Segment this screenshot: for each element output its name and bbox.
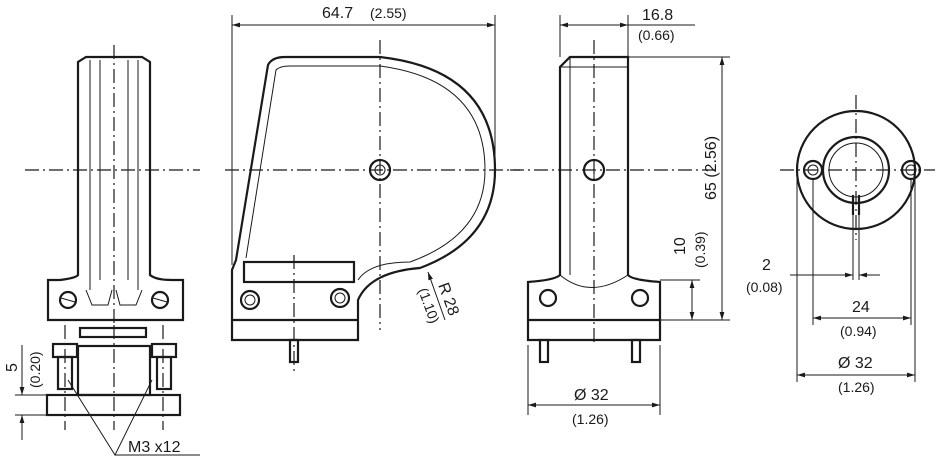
- plate-dim-mm: 5: [4, 363, 21, 372]
- slot-dim-in: (0.08): [746, 279, 783, 295]
- base-height-dim-mm: 10: [672, 237, 689, 255]
- base-height-dim-in: (0.39): [692, 231, 708, 268]
- side-view: 64.7 (2.55) R 28 (1.10): [225, 5, 520, 375]
- width-dim-mm: 64.7: [322, 5, 353, 22]
- profile-view: 16.8 (0.66) 65 (2.56) 10 (0.39) Ø 32 (1.…: [510, 7, 730, 427]
- depth-dim-in: (0.66): [638, 27, 675, 43]
- mounting-detail: 5 (0.20) M3 x12: [4, 325, 200, 457]
- height-dim-mm: 65 (2.56): [703, 136, 720, 200]
- hole-spacing-mm: 24: [852, 299, 870, 316]
- top-diameter-in: (1.26): [838, 379, 875, 395]
- side-diameter-in: (1.26): [572, 411, 609, 427]
- front-view: [25, 45, 200, 325]
- depth-dim-mm: 16.8: [642, 7, 673, 24]
- hole-spacing-in: (0.94): [840, 323, 877, 339]
- slot-dim-mm: 2: [762, 257, 771, 274]
- bottom-view: 2 (0.08) 24 (0.94) Ø 32 (1.26): [746, 95, 935, 395]
- top-diameter-mm: Ø 32: [838, 355, 873, 372]
- width-dim-in: (2.55): [370, 5, 407, 21]
- screw-label: M3 x12: [128, 439, 181, 456]
- side-diameter-mm: Ø 32: [574, 387, 609, 404]
- plate-dim-in: (0.20): [27, 351, 43, 388]
